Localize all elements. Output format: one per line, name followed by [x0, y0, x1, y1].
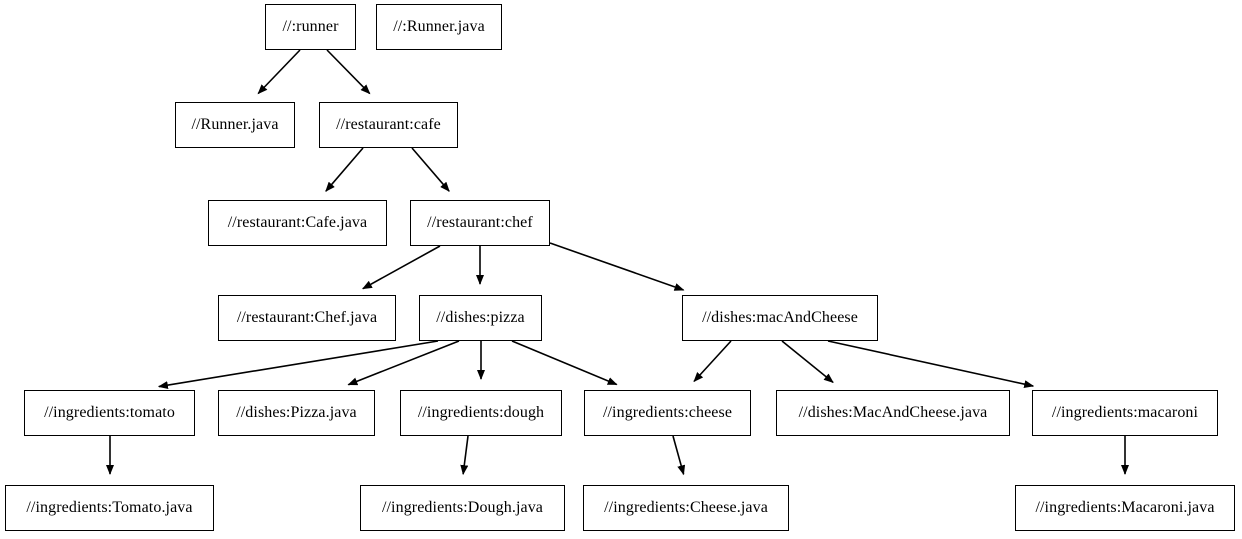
graph-node-root-runner-java[interactable]: //:Runner.java	[376, 4, 502, 50]
graph-node-label: //Runner.java	[191, 116, 279, 133]
graph-node-label: //ingredients:tomato	[44, 404, 175, 421]
graph-edge-restaurant-cafe-to-restaurant-chef	[411, 147, 450, 192]
graph-edge-dishes-macandcheese-to-ing-macaroni	[827, 340, 1035, 389]
graph-node-dishes-macandcheese[interactable]: //dishes:macAndCheese	[682, 295, 878, 341]
graph-node-label: //restaurant:cafe	[336, 116, 441, 133]
graph-node-label: //ingredients:Tomato.java	[26, 499, 193, 516]
graph-node-label: //ingredients:Macaroni.java	[1035, 499, 1215, 516]
graph-edge-ing-cheese-to-ing-cheese-java	[672, 435, 686, 476]
graph-node-label: //restaurant:Chef.java	[236, 309, 378, 326]
graph-node-dishes-pizza[interactable]: //dishes:pizza	[419, 295, 542, 341]
graph-node-label: //:Runner.java	[393, 18, 485, 35]
graph-node-runner[interactable]: //:runner	[265, 4, 356, 50]
graph-node-label: //dishes:pizza	[436, 309, 525, 326]
graph-edge-restaurant-chef-to-dishes-macandcheese	[549, 242, 685, 291]
graph-node-label: //dishes:Pizza.java	[236, 404, 357, 421]
graph-node-label: //ingredients:dough	[417, 404, 545, 421]
graph-node-restaurant-chef[interactable]: //restaurant:chef	[410, 200, 550, 246]
graph-node-label: //ingredients:Dough.java	[381, 499, 544, 516]
graph-node-label: //restaurant:chef	[427, 214, 533, 231]
graph-node-label: //ingredients:Cheese.java	[604, 499, 768, 516]
graph-edge-dishes-macandcheese-to-ing-cheese	[693, 340, 732, 383]
graph-node-label: //ingredients:macaroni	[1051, 404, 1199, 421]
graph-node-dishes-pizza-java[interactable]: //dishes:Pizza.java	[218, 390, 375, 436]
graph-node-label: //ingredients:cheese	[602, 404, 733, 421]
graph-node-label: //dishes:macAndCheese	[702, 309, 858, 326]
graph-node-ing-tomato-java[interactable]: //ingredients:Tomato.java	[5, 485, 214, 531]
graph-edge-restaurant-chef-to-restaurant-chef-java	[362, 245, 441, 290]
graph-edge-runner-to-runner-java	[257, 49, 301, 95]
graph-edge-dishes-pizza-to-ing-cheese	[511, 340, 618, 386]
graph-node-ing-cheese-java[interactable]: //ingredients:Cheese.java	[583, 485, 789, 531]
graph-node-restaurant-cafe[interactable]: //restaurant:cafe	[319, 102, 458, 148]
graph-edge-dishes-pizza-to-dishes-pizza-java	[347, 340, 460, 386]
graph-node-restaurant-cafe-java[interactable]: //restaurant:Cafe.java	[208, 200, 387, 246]
graph-node-runner-java[interactable]: //Runner.java	[175, 102, 295, 148]
graph-node-ing-dough-java[interactable]: //ingredients:Dough.java	[360, 485, 565, 531]
graph-edge-dishes-macandcheese-to-dishes-macandcheese-java	[781, 340, 834, 383]
graph-node-ing-tomato[interactable]: //ingredients:tomato	[24, 390, 195, 436]
graph-node-label: //:runner	[282, 18, 339, 35]
graph-node-dishes-macandcheese-java[interactable]: //dishes:MacAndCheese.java	[776, 390, 1010, 436]
graph-edge-ing-dough-to-ing-dough-java	[460, 435, 469, 476]
graph-node-ing-cheese[interactable]: //ingredients:cheese	[584, 390, 751, 436]
graph-node-ing-dough[interactable]: //ingredients:dough	[400, 390, 562, 436]
graph-node-ing-macaroni[interactable]: //ingredients:macaroni	[1032, 390, 1218, 436]
graph-edge-restaurant-cafe-to-restaurant-cafe-java	[325, 147, 364, 192]
graph-node-label: //dishes:MacAndCheese.java	[798, 404, 988, 421]
graph-node-restaurant-chef-java[interactable]: //restaurant:Chef.java	[218, 295, 396, 341]
graph-edge-dishes-pizza-to-ing-tomato	[157, 340, 439, 390]
graph-node-ing-macaroni-java[interactable]: //ingredients:Macaroni.java	[1015, 485, 1235, 531]
graph-node-label: //restaurant:Cafe.java	[227, 214, 368, 231]
graph-edge-runner-to-restaurant-cafe	[326, 49, 371, 95]
